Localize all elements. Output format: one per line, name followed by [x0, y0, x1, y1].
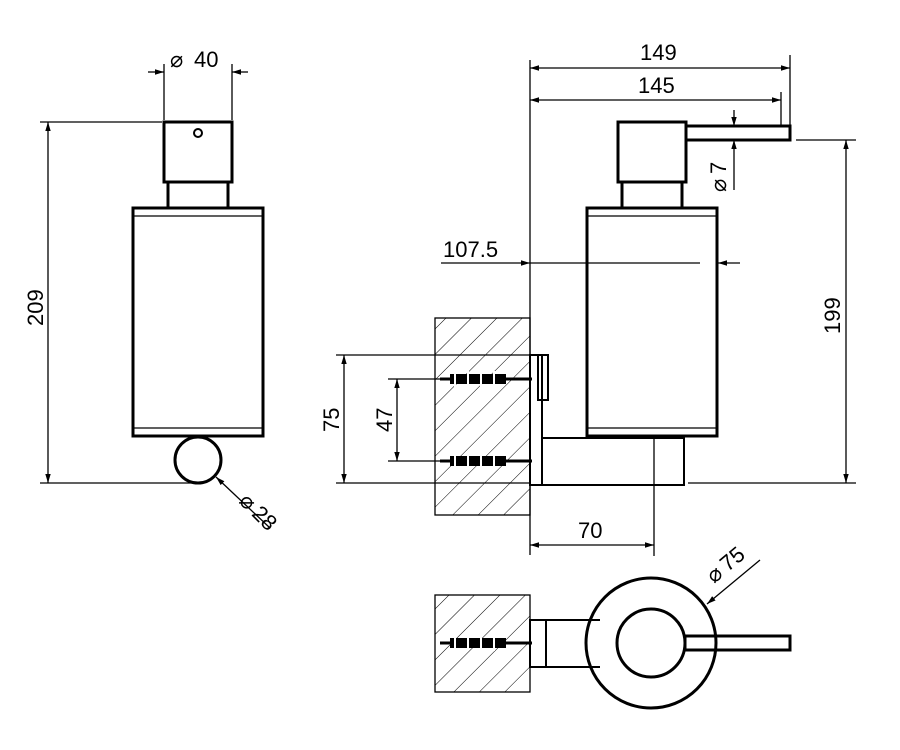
svg-text:40: 40 [194, 47, 218, 72]
top-pump-lever [683, 634, 792, 652]
dim-front-width: ⌀ 40 [170, 47, 218, 72]
top-bracket-plate [529, 619, 547, 668]
dim-bracket-depth: 70 [578, 518, 602, 543]
container-body [131, 206, 265, 438]
side-pump-neck [620, 180, 684, 210]
dim-center-depth: 107.5 [443, 237, 498, 262]
top-view: ⌀ 75 [434, 541, 792, 710]
svg-text:⌀: ⌀ [706, 179, 731, 192]
top-inner-ring [615, 607, 687, 679]
side-container-body [585, 206, 719, 438]
dim-screw-spacing: 47 [372, 408, 397, 432]
pump-neck [166, 180, 230, 210]
nozzle-hole [193, 128, 203, 138]
pump-head [162, 120, 234, 184]
dim-front-height: 209 [23, 289, 48, 326]
dim-side-height: 199 [820, 297, 845, 334]
dim-side-body-depth: 145 [638, 73, 675, 98]
top-wall-anchor [440, 635, 532, 651]
dim-bracket-height: 75 [319, 408, 344, 432]
wall-anchor-top [440, 371, 532, 387]
svg-text:⌀: ⌀ [170, 47, 183, 72]
pump-lever [684, 124, 792, 142]
side-view: 149 145 ⌀ 7 107.5 199 75 [319, 40, 856, 556]
dim-side-total-depth: 149 [640, 40, 677, 65]
wall-anchor-bottom [440, 453, 532, 469]
wall-bracket [529, 354, 685, 556]
svg-text:7: 7 [706, 162, 731, 174]
top-outer-ring [584, 576, 718, 710]
dim-foot-diameter: ⌀ 28 [234, 488, 282, 536]
side-pump-head [616, 120, 688, 184]
foot-circle [173, 435, 223, 485]
front-view: ⌀ 40 209 ⌀ 28 [23, 47, 282, 536]
wall-section [434, 317, 531, 516]
dim-pump-diameter: ⌀ 7 [706, 162, 731, 192]
dim-top-diameter: ⌀ 75 [701, 541, 750, 587]
